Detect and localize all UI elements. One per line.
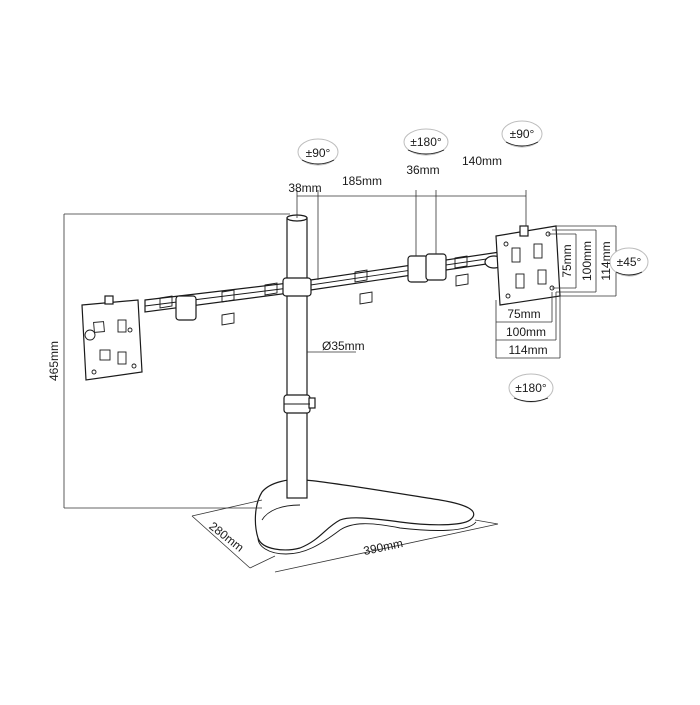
rotation-swivel-label: ±180°	[515, 381, 547, 395]
dimension-lines	[63, 190, 617, 573]
right-vesa-plate	[495, 225, 561, 306]
right-joint-b	[425, 253, 447, 281]
pole-diameter-label: Ø35mm	[322, 339, 365, 353]
rotation-badge-left-arm: ±90°	[297, 138, 339, 166]
joint-label: 36mm	[406, 163, 439, 177]
pole-offset-label: 38mm	[288, 181, 321, 195]
right-tilt-knob	[519, 225, 529, 237]
rotation-badge-right-arm: ±90°	[501, 120, 543, 148]
arm-a-label: 185mm	[342, 174, 382, 188]
rotation-left-arm-label: ±90°	[306, 146, 331, 160]
vesa-h-100-label: 100mm	[506, 325, 546, 339]
rotation-badge-center: ±180°	[403, 128, 449, 156]
left-vesa-plate	[81, 295, 143, 381]
arm-b-label: 140mm	[462, 154, 502, 168]
base-depth-label: 280mm	[206, 519, 246, 555]
stand-base	[254, 478, 477, 555]
vesa-h-114-label: 114mm	[508, 343, 547, 357]
vesa-v-75-label: 75mm	[560, 244, 574, 277]
base-width-label: 390mm	[362, 536, 404, 558]
clamp-knob	[308, 397, 316, 409]
left-tilt-knob	[104, 295, 114, 305]
rotation-right-arm-label: ±90°	[510, 127, 535, 141]
vesa-h-75-label: 75mm	[507, 307, 540, 321]
rotation-badge-swivel: ±180°	[508, 373, 554, 403]
vesa-v-100-label: 100mm	[580, 241, 594, 281]
rotation-center-label: ±180°	[410, 135, 442, 149]
stand-arms	[144, 251, 504, 326]
center-joint	[282, 277, 312, 297]
height-label: 465mm	[47, 341, 61, 381]
right-joint-a	[407, 255, 429, 283]
left-joint	[175, 295, 197, 321]
rotation-badge-tilt: ±45°	[609, 247, 649, 277]
stand-pole	[283, 214, 316, 499]
rotation-tilt-label: ±45°	[617, 255, 642, 269]
vesa-v-114-label: 114mm	[599, 241, 613, 280]
